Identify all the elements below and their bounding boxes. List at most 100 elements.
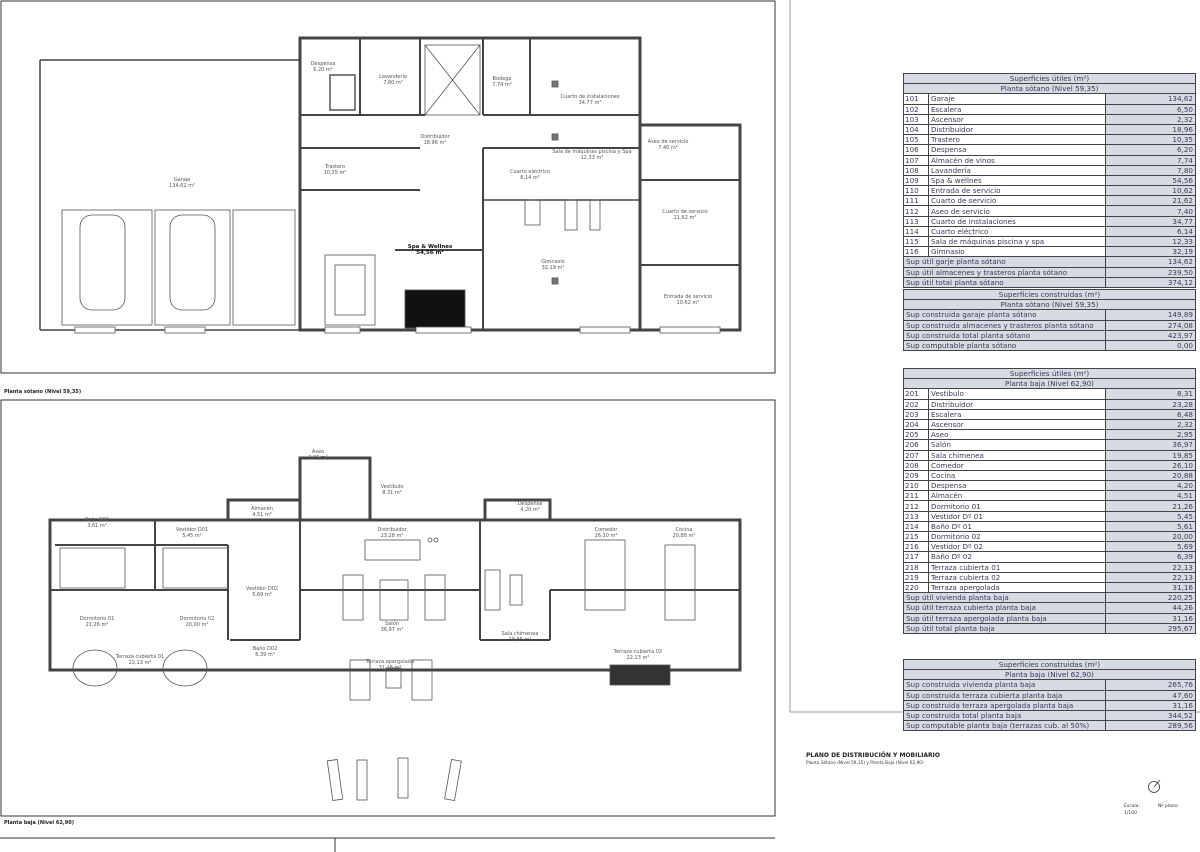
room-area: 10,62 m² — [676, 300, 700, 306]
room-area: 22,13 m² — [626, 655, 650, 661]
total-row: Sup construida terraza cubierta planta b… — [903, 689, 1196, 701]
room-name: Sala chimenea — [501, 631, 539, 637]
room-name: Cuarto de instalaciones — [560, 94, 620, 100]
room-name: Cuarto de servicio — [662, 209, 708, 215]
area-table: Superficies útiles (m²)Planta sótano (Ni… — [903, 72, 1196, 288]
total-value: 0,00 — [1105, 339, 1196, 352]
room-name: Cuarto de servicio — [928, 195, 1106, 207]
room-area: 8,31 — [1105, 388, 1196, 400]
total-value: 220,25 — [1105, 592, 1196, 604]
room-number: 108 — [903, 164, 929, 176]
room-number: 114 — [903, 225, 929, 238]
room-name: Cuarto eléctrico — [928, 225, 1106, 238]
room-number: 106 — [903, 144, 929, 156]
room-name: Spa & Wellnes — [407, 244, 453, 250]
table-subtitle: Planta sótano (Nivel 59,35) — [903, 299, 1196, 311]
room-name: Aseo — [311, 449, 325, 455]
room-number: 102 — [903, 103, 929, 115]
room-number: 207 — [903, 449, 929, 461]
room-area: 134,62 — [1105, 93, 1196, 105]
total-value: 274,08 — [1105, 319, 1196, 331]
basement-walls — [39, 36, 742, 332]
room-name: Cocina — [675, 527, 693, 533]
compass-north-icon — [1148, 781, 1160, 793]
room-name: Baño Dº 01 — [928, 520, 1106, 533]
room-number: 101 — [903, 93, 929, 105]
room-name: Despensa — [310, 61, 336, 67]
room-name: Vestíbulo — [380, 484, 404, 490]
room-number: 109 — [903, 174, 929, 187]
room-area: 20,88 m² — [672, 533, 696, 539]
room-name: Aseo — [928, 429, 1106, 441]
total-value: 423,97 — [1105, 329, 1196, 341]
room-area: 31,16 — [1105, 581, 1196, 594]
room-name: Garaje — [928, 93, 1106, 105]
room-area: 12,33 — [1105, 235, 1196, 248]
room-name: Lavandería — [379, 74, 407, 80]
room-name: Salón — [928, 439, 1106, 451]
total-label: Sup computable planta baja (terrazas cub… — [903, 720, 1106, 732]
room-area: 54,56 — [1105, 174, 1196, 187]
room-name: Terraza cubierta 02 — [928, 571, 1106, 583]
room-name: Dormitorio 01 — [79, 616, 115, 622]
car-icon — [79, 214, 126, 311]
room-number: 202 — [903, 398, 929, 410]
total-value: 374,12 — [1105, 276, 1196, 288]
total-label: Sup útil garje planta sótano — [903, 256, 1106, 268]
room-area: 36,97 — [1105, 439, 1196, 451]
room-name: Bodega — [492, 76, 512, 82]
room-number: 104 — [903, 123, 929, 136]
room-name: Despensa — [517, 501, 543, 507]
total-value: 239,50 — [1105, 266, 1196, 278]
room-name: Salón — [385, 621, 399, 627]
total-label: Sup útil total planta sótano — [903, 276, 1106, 288]
room-name: Terraza apergolada — [366, 659, 414, 665]
room-area: 22,13 — [1105, 561, 1196, 573]
room-name: Lavandería — [928, 164, 1106, 176]
room-area: 6,20 m² — [313, 67, 333, 73]
area-table: Superficies útiles (m²)Planta baja (Nive… — [903, 367, 1196, 634]
table-subtitle: Planta baja (Nivel 62,90) — [903, 669, 1196, 681]
room-name: Almacén — [251, 506, 273, 512]
room-area: 36,97 m² — [380, 627, 404, 633]
total-label: Sup computable planta sótano — [903, 339, 1106, 352]
room-area: 7,74 m² — [492, 82, 512, 88]
room-area: 32,19 — [1105, 246, 1196, 258]
total-value: 31,16 — [1105, 612, 1196, 624]
room-name: Aseo de servicio — [928, 205, 1106, 217]
room-number: 205 — [903, 429, 929, 441]
room-number: 216 — [903, 541, 929, 553]
room-area: 6,20 — [1105, 144, 1196, 156]
total-value: 289,56 — [1105, 720, 1196, 732]
ground-walls — [48, 456, 742, 672]
room-area: 4,20 m² — [520, 507, 540, 513]
